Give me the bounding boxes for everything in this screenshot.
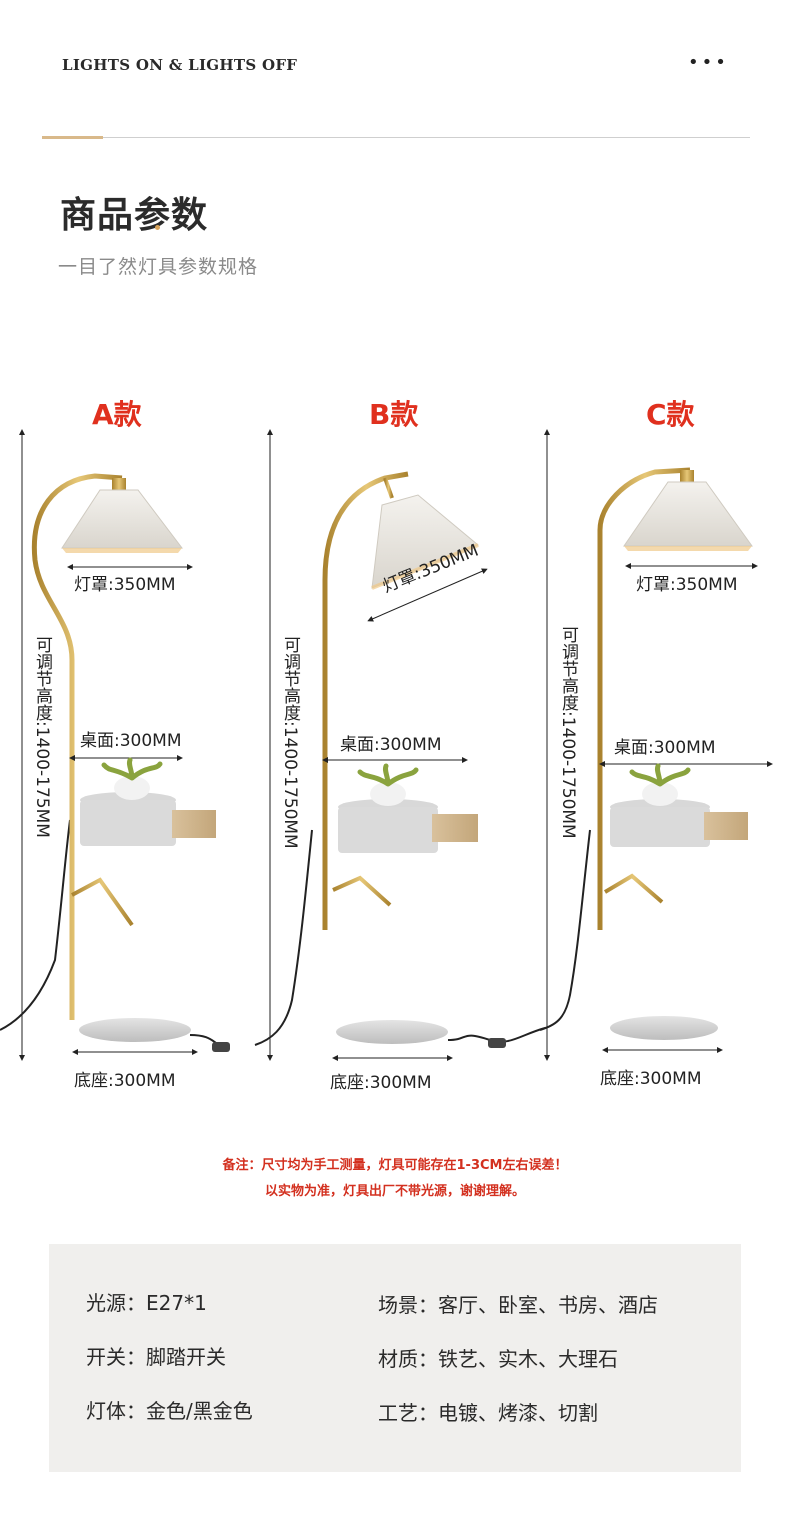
note-line-2: 以实物为准，灯具出厂不带光源，谢谢理解。	[264, 1184, 525, 1199]
note-line-1: 备注：尺寸均为手工测量，灯具可能存在1-3CM左右误差！	[222, 1158, 568, 1173]
variant-b-base-dim: 底座:300MM	[330, 1073, 432, 1093]
variant-b-label: B款	[369, 398, 419, 431]
lamp-b	[254, 429, 546, 1061]
variant-b-height-dim: 可调节高度:1400-1750MM	[280, 636, 300, 849]
spec-craft: 工艺：电镀、烤漆、切割	[378, 1401, 598, 1425]
spec-panel	[49, 1244, 741, 1472]
variant-c-shade-dim: 灯罩:350MM	[636, 575, 738, 595]
variant-a-base-dim: 底座:300MM	[74, 1071, 176, 1091]
spec-material: 材质：铁艺、实木、大理石	[378, 1347, 618, 1371]
variant-c-table-dim: 桌面:300MM	[614, 738, 716, 758]
variant-c-label: C款	[646, 398, 695, 431]
variant-b-table-dim: 桌面:300MM	[340, 735, 442, 755]
more-dots-icon[interactable]: •••	[688, 52, 729, 73]
page-title: 商品参数	[60, 195, 209, 236]
variant-a-height-dim: 可调节高度:1400-175MM	[32, 636, 52, 838]
header-divider	[42, 137, 750, 138]
variant-c-base-dim: 底座:300MM	[600, 1069, 702, 1089]
spec-switch: 开关：脚踏开关	[86, 1345, 226, 1369]
brand-title: LIGHTS ON & LIGHTS OFF	[62, 56, 298, 74]
spec-light-source: 光源：E27*1	[86, 1291, 207, 1315]
variant-c-height-dim: 可调节高度:1400-1750MM	[558, 626, 578, 839]
lamp-c	[539, 429, 773, 1061]
title-accent-dot	[155, 225, 160, 230]
spec-body: 灯体：金色/黑金色	[86, 1399, 253, 1423]
variant-a-label: A款	[92, 398, 142, 431]
header-divider-accent	[42, 136, 103, 139]
spec-scene: 场景：客厅、卧室、书房、酒店	[378, 1293, 658, 1317]
lamp-a	[0, 429, 230, 1061]
variant-a-shade-dim: 灯罩:350MM	[74, 575, 176, 595]
variant-a-table-dim: 桌面:300MM	[80, 731, 182, 751]
page-subtitle: 一目了然灯具参数规格	[58, 256, 259, 278]
